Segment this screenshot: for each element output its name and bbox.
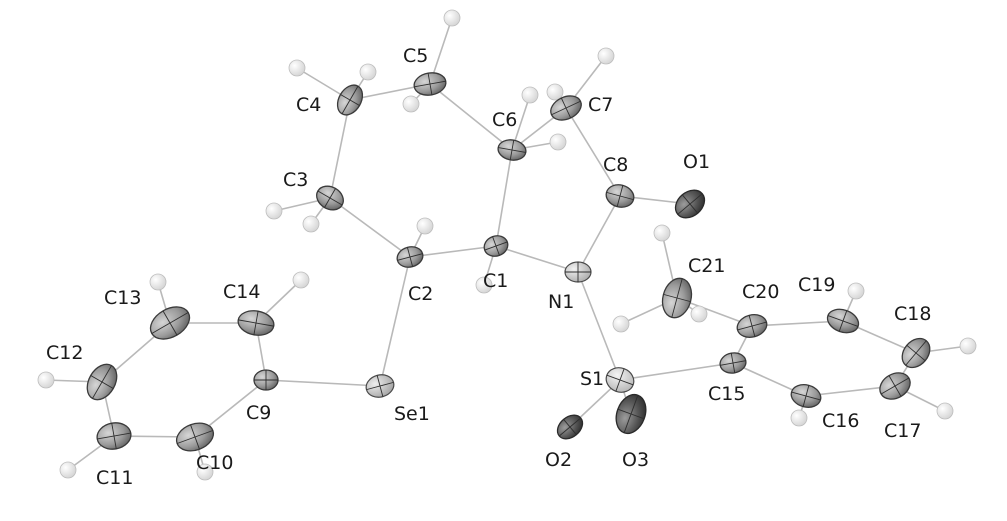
atom-c7-ellipsoid [550,95,582,121]
atom-s1-ellipsoid [605,367,635,393]
hydrogen-atom [292,271,310,289]
atom-label: C19 [798,274,835,296]
atom-c21-ellipsoid [661,277,693,319]
atom-label: C9 [246,402,271,424]
hydrogen-atom [653,224,671,242]
atom-c1-ellipsoid [483,235,509,257]
atom-label: C10 [196,452,233,474]
atom-c17-ellipsoid [879,372,911,400]
bond-S1-C15 [619,362,734,381]
hydrogen-atom [959,337,977,355]
hydrogen-atom [612,315,630,333]
atom-o3-ellipsoid [615,393,647,435]
atom-label-layer: C1 C2 C3 C4 C5 C6 C7 C8 C9 C10 C11 C12 C… [46,45,931,489]
atom-c10-ellipsoid [175,422,215,452]
atom-label: C3 [283,169,308,191]
atom-o1-ellipsoid [674,189,706,219]
bond-C1-C6 [495,149,513,247]
atom-c16-ellipsoid [790,384,822,408]
hydrogen-atom [936,402,954,420]
atom-label: C1 [483,270,508,292]
atom-c2-ellipsoid [396,246,424,268]
atom-label: C18 [894,303,931,325]
hydrogen-atom [416,217,434,235]
bond-C8-N1 [577,195,621,273]
atom-label: C12 [46,342,83,364]
atom-c14-ellipsoid [237,310,275,336]
hydrogen-atom [149,273,167,291]
hydrogen-atom [302,215,320,233]
atom-label: C8 [603,154,628,176]
hydrogen-atom [288,59,306,77]
atom-c6-ellipsoid [497,139,527,161]
atom-se1-ellipsoid [365,374,395,398]
hydrogen-atom [690,305,708,323]
atom-c3-ellipsoid [316,185,344,211]
hydrogen-atom [37,371,55,389]
atom-label: C21 [688,255,725,277]
bond-Se1-C9 [265,379,381,387]
atom-c20-ellipsoid [736,314,768,338]
atom-c9-ellipsoid [253,369,279,391]
bond-C1-N1 [495,245,579,273]
hydrogen-atom [521,86,539,104]
atom-label: C14 [223,281,260,303]
atom-label: C13 [104,287,141,309]
atom-c18-ellipsoid [901,337,931,369]
atom-label: N1 [548,291,574,313]
atom-c15-ellipsoid [719,352,747,374]
bond-C2-Se1 [379,256,411,387]
bond-C7-C8 [565,107,621,197]
hydrogen-atom [402,95,420,113]
bond-C5-C6 [429,83,513,151]
atom-label: C17 [884,420,921,442]
atom-label: C2 [408,283,433,305]
bond-C1-C2 [409,245,497,258]
hydrogen-atom [196,463,214,481]
hydrogen-atom-layer [37,9,977,481]
atom-label: C20 [742,281,779,303]
atom-label: C4 [296,94,321,116]
atom-n1-ellipsoid [564,261,592,283]
bond-C2-C3 [329,197,411,258]
atom-c8-ellipsoid [605,184,635,208]
hydrogen-atom [475,276,493,294]
atom-label: C15 [708,383,745,405]
atom-label: Se1 [394,403,430,425]
hydrogen-atom [443,9,461,27]
atom-label: S1 [580,368,604,390]
atom-c12-ellipsoid [86,363,118,401]
hydrogen-atom [597,47,615,65]
heavy-atom-layer [86,72,931,452]
hydrogen-atom [790,409,808,427]
hydrogen-atom [549,133,567,151]
atom-c5-ellipsoid [413,72,447,96]
hydrogen-atom [546,83,564,101]
atom-label: O2 [545,449,572,471]
atom-label: C16 [822,410,859,432]
atom-label: C5 [403,45,428,67]
hydrogen-atom [847,282,865,300]
atom-c4-ellipsoid [336,84,364,116]
atom-o2-ellipsoid [556,414,584,440]
hydrogen-atom [265,202,283,220]
hydrogen-atom [59,461,77,479]
atom-label: C7 [588,94,613,116]
atom-c11-ellipsoid [96,422,132,450]
atom-label: O3 [622,449,649,471]
atom-c13-ellipsoid [149,306,191,340]
atom-label: O1 [683,151,710,173]
atom-c19-ellipsoid [826,308,860,334]
bond-N1-S1 [577,271,621,381]
atom-label: C6 [492,109,517,131]
atom-label: C11 [96,467,133,489]
hydrogen-atom [359,63,377,81]
bond-C3-C4 [329,99,351,199]
